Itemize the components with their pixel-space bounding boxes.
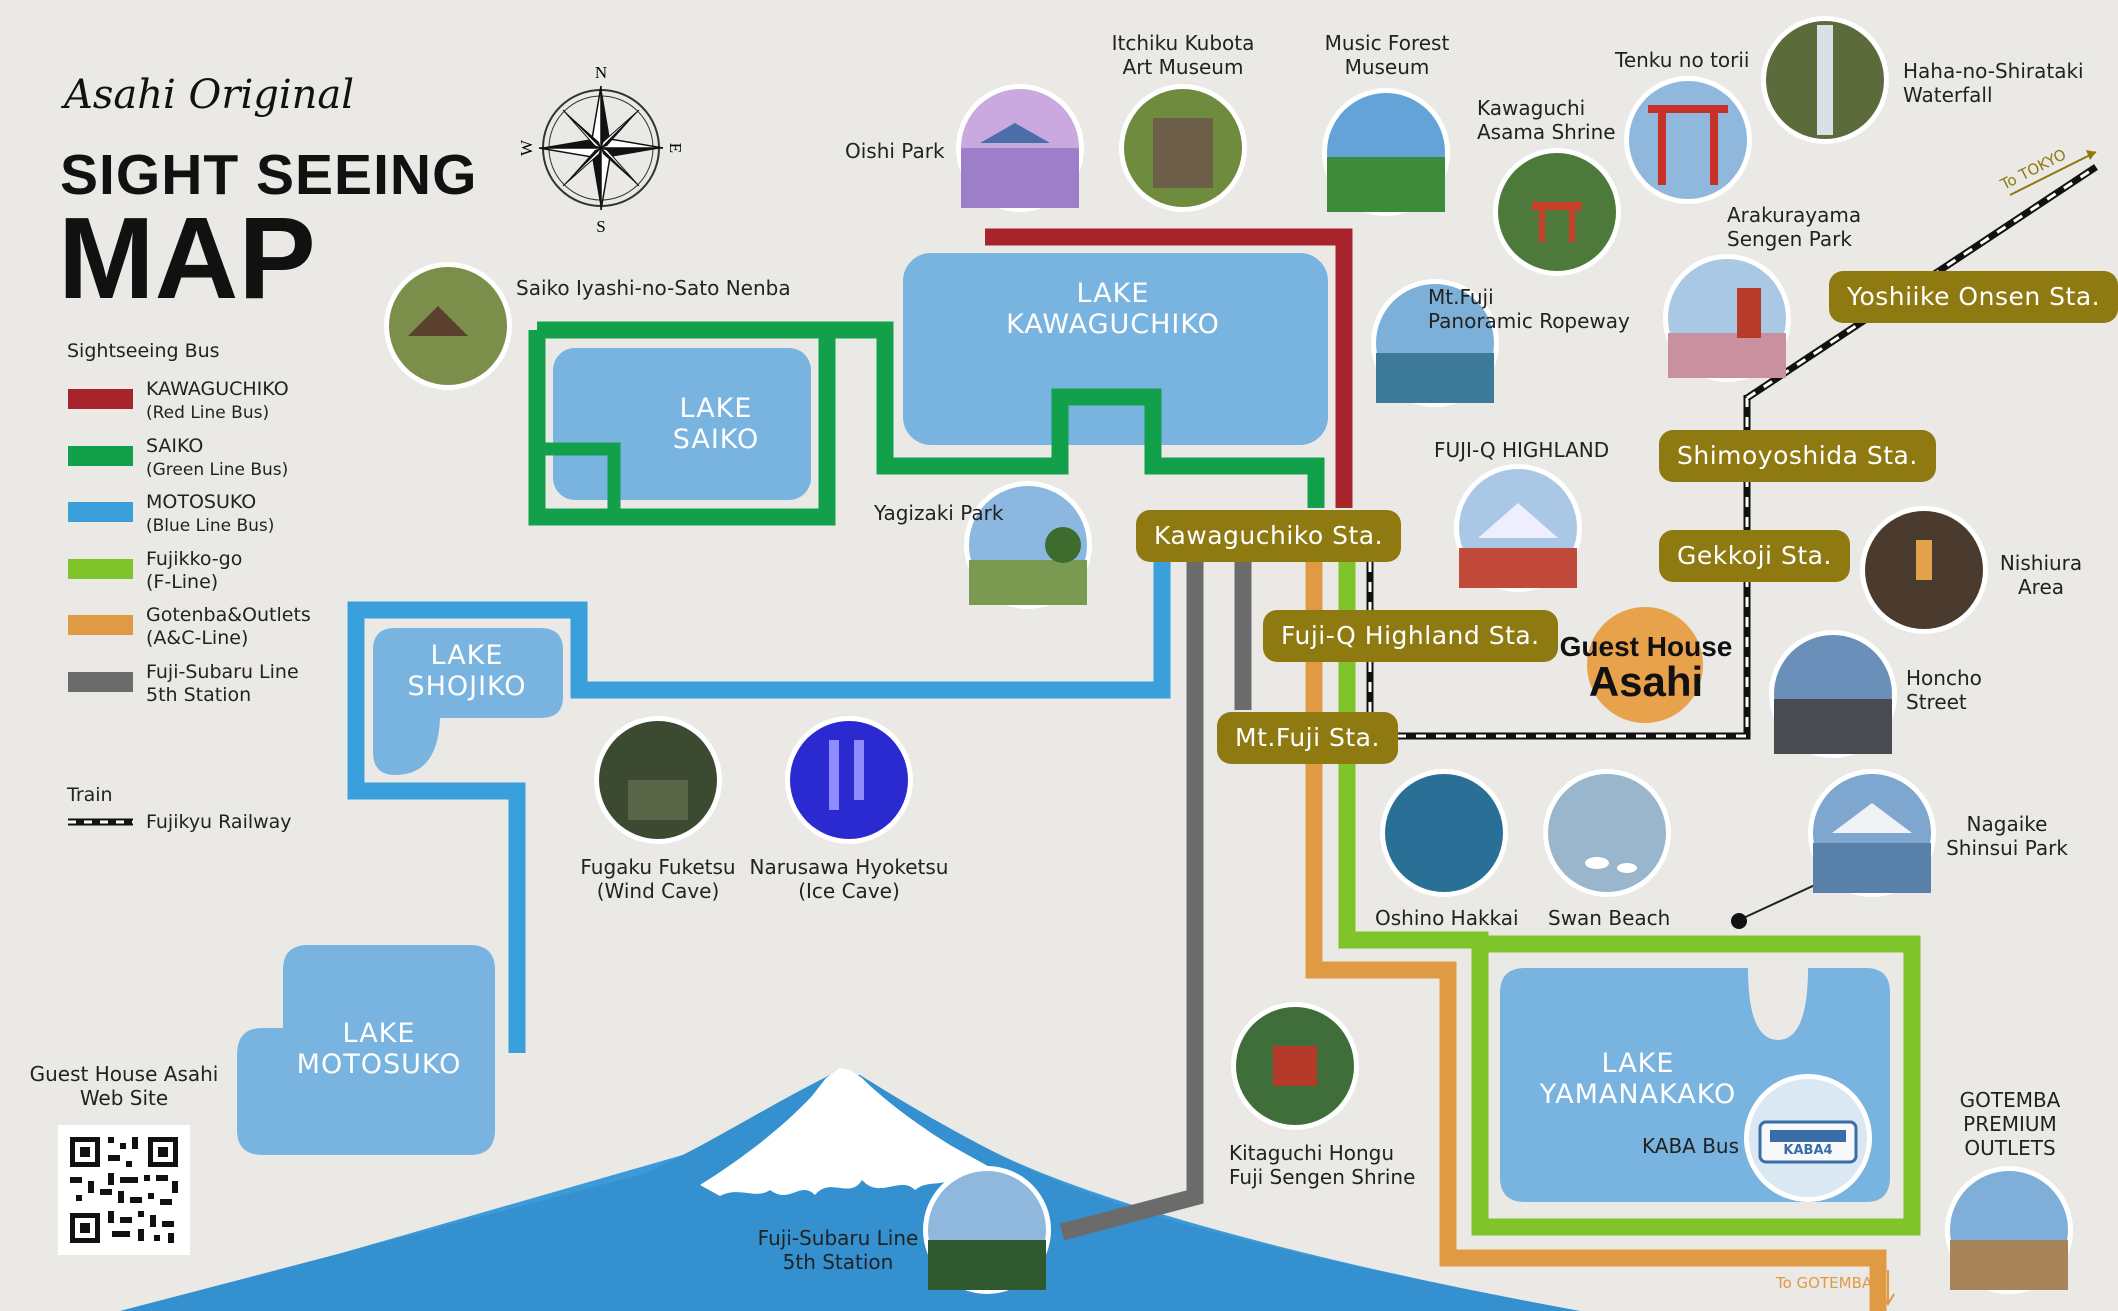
photo-narusawa-hyoketsu (785, 716, 913, 844)
lake-kawaguchiko-shape (903, 253, 1328, 445)
photo-haha-shirataki (1761, 16, 1889, 144)
station-gekkoji[interactable]: Gekkoji Sta. (1659, 530, 1850, 582)
label-oshino-hakkai: Oshino Hakkai (1375, 906, 1519, 930)
to-gotemba-arrow: To GOTEMBA (1775, 1270, 1895, 1306)
photo-fugaku-fuketsu (594, 716, 722, 844)
compass-w: W (517, 139, 536, 156)
station-kawaguchiko[interactable]: Kawaguchiko Sta. (1136, 510, 1402, 562)
photo-kaba-bus: KABA4 (1744, 1074, 1872, 1202)
photo-gotemba-outlets (1945, 1166, 2073, 1294)
kaba-sign: KABA4 (1783, 1143, 1832, 1158)
to-tokyo-label: To TOKYO (1997, 145, 2069, 194)
label-narusawa: Narusawa Hyoketsu(Ice Cave) (749, 855, 949, 903)
photo-ropeway (1371, 279, 1499, 407)
title-script: Asahi Original (64, 72, 355, 118)
photo-arakurayama (1663, 254, 1791, 382)
label-oishi-park: Oishi Park (845, 139, 945, 163)
route-kawaguchiko-red (985, 228, 1353, 508)
legend-bus-heading: Sightseeing Bus (67, 340, 220, 362)
photo-oshino-hakkai (1380, 769, 1508, 897)
photo-nishiura (1860, 506, 1988, 634)
compass-s: S (596, 217, 605, 236)
label-fugaku-fuketsu: Fugaku Fuketsu(Wind Cave) (580, 855, 736, 903)
legend-item-red: KAWAGUCHIKO(Red Line Bus) (146, 378, 289, 423)
label-tenku-no-torii: Tenku no torii (1615, 48, 1750, 72)
route-saiko-green (537, 321, 1325, 508)
legend-item-orange: Gotenba&Outlets(A&C-Line) (146, 604, 311, 649)
photo-asama-shrine (1493, 148, 1621, 276)
photo-music-forest (1322, 88, 1450, 216)
legend-train-heading: Train (67, 784, 113, 806)
label-kaba-bus: KABA Bus (1642, 1134, 1740, 1158)
route-gotemba-orange (1305, 562, 1887, 1311)
route-motosuko-blue (347, 562, 1171, 1053)
photo-markers: KABA4 (384, 16, 2073, 1294)
to-gotemba-label: To GOTEMBA (1775, 1274, 1873, 1292)
label-fujiq-highland: FUJI-Q HIGHLAND (1434, 438, 1610, 462)
photo-fujiq-highland (1454, 464, 1582, 592)
photo-yagizaki-park (964, 481, 1092, 609)
station-mtfuji[interactable]: Mt.Fuji Sta. (1217, 712, 1398, 764)
label-swan-beach: Swan Beach (1548, 906, 1671, 930)
photo-honcho (1769, 630, 1897, 758)
lake-shojiko-shape (373, 628, 563, 775)
guesthouse-marker (1587, 607, 1703, 723)
station-yoshiike[interactable]: Yoshiike Onsen Sta. (1829, 271, 2118, 323)
guesthouse-line2: Asahi (1588, 658, 1704, 705)
qr-code (58, 1125, 190, 1255)
compass-e: E (666, 143, 685, 153)
compass-rose: N S E W (517, 63, 685, 236)
photo-kitaguchi-hongu (1231, 1002, 1359, 1130)
legend-item-green: SAIKO(Green Line Bus) (146, 435, 289, 480)
legend-swatches (68, 389, 133, 826)
photo-tenku-no-torii (1624, 76, 1752, 204)
to-tokyo-arrow: To TOKYO (1997, 145, 2097, 196)
photo-subaru-5th (923, 1166, 1051, 1294)
legend-item-lightgreen: Fujikko-go(F-Line) (146, 548, 243, 593)
route-subaru-grey (1059, 562, 1204, 1241)
guesthouse-line1: Guest House (1559, 631, 1733, 662)
label-yagizaki: Yagizaki Park (874, 501, 1004, 525)
photo-nagaike (1808, 769, 1936, 897)
photo-oishi-park (956, 84, 1084, 212)
route-fujikko-lightgreen (1338, 562, 1921, 1236)
legend-item-blue: MOTOSUKO(Blue Line Bus) (146, 491, 275, 536)
legend-train-name: Fujikyu Railway (146, 811, 292, 833)
title-line1: SIGHT SEEING (60, 143, 478, 207)
title-line2: MAP (58, 193, 316, 323)
lake-motosuko-shape (237, 945, 495, 1155)
mount-fuji-illustration (120, 1068, 1580, 1311)
station-shimoyoshida[interactable]: Shimoyoshida Sta. (1659, 430, 1936, 482)
photo-swan-beach (1543, 769, 1671, 897)
label-saiko-iyashi: Saiko Iyashi-no-Sato Nenba (516, 276, 791, 300)
station-fujiq[interactable]: Fuji-Q Highland Sta. (1263, 610, 1558, 662)
compass-n: N (595, 63, 607, 82)
photo-itchiku-kubota (1119, 84, 1247, 212)
photo-saiko-iyashi (384, 262, 512, 390)
